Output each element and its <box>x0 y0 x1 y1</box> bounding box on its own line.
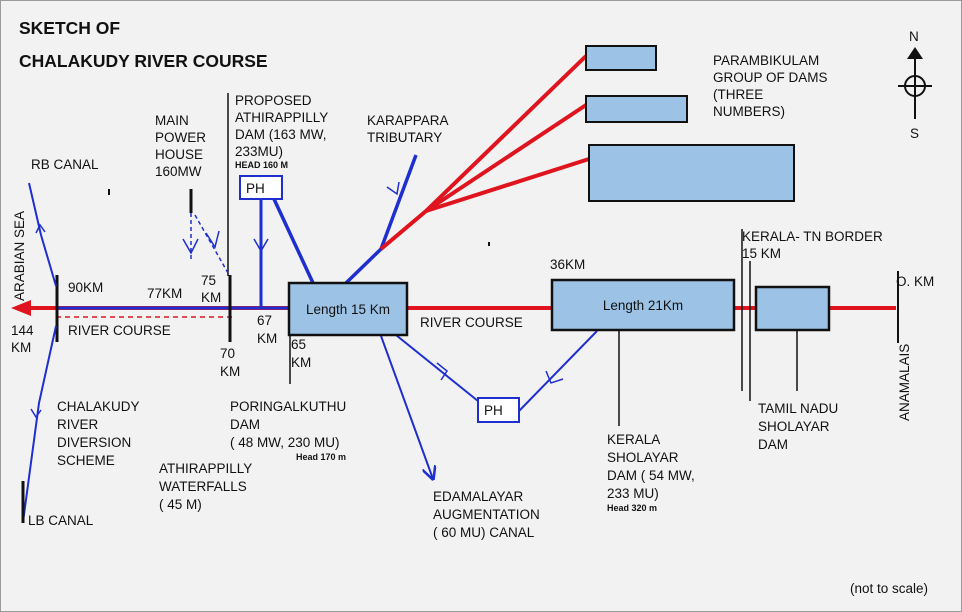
ph-bottom-label: PH <box>484 403 503 418</box>
anamalais-label: ANAMALAIS <box>897 344 912 421</box>
main-power-house-4: 160MW <box>155 164 202 179</box>
compass-south: S <box>910 126 919 141</box>
ph-box-bottom <box>477 397 520 423</box>
poringalkuthu-1: PORINGALKUTHU <box>230 399 346 414</box>
length-15-label: Length 15 Km <box>306 302 390 317</box>
athirappilly-tailrace-arrow <box>253 238 269 253</box>
kerala-sholayar-3: DAM ( 54 MW, <box>607 468 695 483</box>
parambikulam-4: NUMBERS) <box>713 104 785 119</box>
head-320-label: Head 320 m <box>607 503 657 513</box>
athirappilly-penstock <box>272 198 315 284</box>
river-course-mid: RIVER COURSE <box>420 315 523 330</box>
lb-canal-label: LB CANAL <box>28 513 94 528</box>
main-power-house-2: POWER <box>155 130 206 145</box>
ph-box-top <box>239 175 283 200</box>
kerala-tn-border-2: 15 KM <box>742 246 781 261</box>
proposed-dam-2: ATHIRAPPILLY <box>235 110 328 125</box>
ph-top-label: PH <box>246 181 265 196</box>
proposed-dam-4: 233MU) <box>235 144 283 159</box>
km-0-label: O. KM <box>896 274 934 289</box>
compass-north: N <box>909 29 919 44</box>
km-75-label: 75 <box>201 273 216 288</box>
kerala-sholayar-tailrace <box>390 330 479 402</box>
parambikulam-link-2 <box>424 103 588 213</box>
waterfalls-2: WATERFALLS <box>159 479 247 494</box>
tailrace-arrow-2 <box>205 230 220 249</box>
diversion-scheme-1: CHALAKUDY <box>57 399 140 414</box>
edamalayar-canal-arrow <box>380 335 433 479</box>
edamalayar-3: ( 60 MU) CANAL <box>433 525 535 540</box>
rb-canal-arrow <box>35 223 46 234</box>
kerala-sholayar-2: SHOLAYAR <box>607 450 679 465</box>
parambikulam-dam-2 <box>585 95 688 123</box>
poringalkuthu-2: DAM <box>230 417 260 432</box>
parambikulam-link-3 <box>425 157 590 213</box>
km-36-label: 36KM <box>550 257 585 272</box>
edamalayar-2: AUGMENTATION <box>433 507 540 522</box>
diversion-scheme-3: DIVERSION <box>57 435 131 450</box>
poringalkuthu-3: ( 48 MW, 230 MU) <box>230 435 340 450</box>
tn-sholayar-3: DAM <box>758 437 788 452</box>
waterfalls-3: ( 45 M) <box>159 497 202 512</box>
karappara-arrow <box>386 181 400 196</box>
penstock-arrow-ph <box>545 370 564 384</box>
diversion-scheme-4: SCHEME <box>57 453 115 468</box>
km-65-label: 65 <box>291 337 306 352</box>
kerala-tn-border-1: KERALA- TN BORDER <box>742 229 883 244</box>
karappara-tributary-line <box>344 154 418 285</box>
lb-canal-line <box>22 325 57 523</box>
km-67-label: 67 <box>257 313 272 328</box>
km-75-unit: KM <box>201 290 221 305</box>
tn-sholayar-reservoir <box>754 285 831 332</box>
poringalkuthu-reservoir <box>287 281 409 337</box>
title-line-1: SKETCH OF <box>19 18 120 38</box>
river-course-left: RIVER COURSE <box>68 323 171 338</box>
rb-canal-line <box>28 182 57 287</box>
head-170-label: Head 170 m <box>296 452 346 462</box>
compass-icon <box>898 47 932 119</box>
main-power-house-3: HOUSE <box>155 147 203 162</box>
length-21-label: Length 21Km <box>603 298 683 313</box>
parambikulam-link-1 <box>379 54 588 251</box>
main-power-house-1: MAIN <box>155 113 189 128</box>
kerala-sholayar-reservoir <box>550 278 736 332</box>
tailrace-dashed-2 <box>194 214 229 274</box>
diversion-scheme-2: RIVER <box>57 417 99 432</box>
karappara-1: KARAPPARA <box>367 113 449 128</box>
km-70-label: 70 <box>220 346 235 361</box>
river-mouth-arrow <box>11 300 31 316</box>
edamalayar-1: EDAMALAYAR <box>433 489 524 504</box>
tn-sholayar-1: TAMIL NADU <box>758 401 838 416</box>
km-90-label: 90KM <box>68 280 103 295</box>
km-67-unit: KM <box>257 331 277 346</box>
parambikulam-2: GROUP OF DAMS <box>713 70 828 85</box>
proposed-dam-3: DAM (163 MW, <box>235 127 327 142</box>
parambikulam-dam-3 <box>588 144 795 202</box>
kerala-sholayar-4: 233 MU) <box>607 486 659 501</box>
kerala-sholayar-penstock <box>518 330 598 412</box>
km-144-unit: KM <box>11 340 31 355</box>
rb-canal-label: RB CANAL <box>31 157 99 172</box>
tailrace-arrow-1 <box>182 238 199 255</box>
title-line-2: CHALAKUDY RIVER COURSE <box>19 51 268 71</box>
tailrace-arrow-ph <box>436 362 449 381</box>
tn-sholayar-2: SHOLAYAR <box>758 419 830 434</box>
parambikulam-3: (THREE <box>713 87 763 102</box>
parambikulam-1: PARAMBIKULAM <box>713 53 819 68</box>
not-to-scale-note: (not to scale) <box>850 581 928 596</box>
proposed-dam-1: PROPOSED <box>235 93 312 108</box>
arabian-sea-label: ARABIAN SEA <box>12 211 27 301</box>
karappara-2: TRIBUTARY <box>367 130 442 145</box>
km-144-label: 144 <box>11 323 34 338</box>
km-65-unit: KM <box>291 355 311 370</box>
km-70-unit: KM <box>220 364 240 379</box>
head-160-label: HEAD 160 M <box>235 160 288 170</box>
km-77-label: 77KM <box>147 286 182 301</box>
lb-canal-arrow <box>30 408 42 419</box>
waterfalls-1: ATHIRAPPILLY <box>159 461 252 476</box>
kerala-sholayar-1: KERALA <box>607 432 660 447</box>
parambikulam-dam-1 <box>585 45 657 71</box>
